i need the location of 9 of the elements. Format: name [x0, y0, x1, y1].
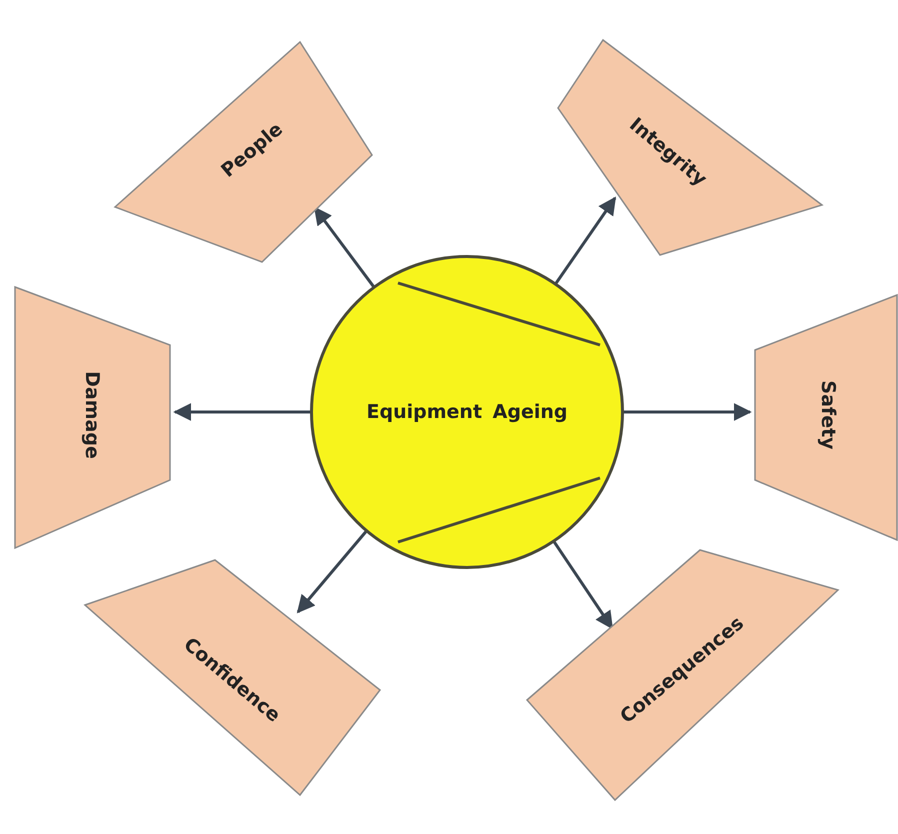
- arrow: [314, 206, 376, 289]
- arrow: [173, 403, 312, 421]
- node-label: Equipment Ageing: [366, 401, 568, 423]
- arrow: [552, 540, 614, 630]
- node-label: Damage: [81, 371, 103, 459]
- arrow: [296, 529, 368, 614]
- arrow: [622, 403, 752, 421]
- node-label: Safety: [817, 380, 839, 450]
- arrow: [554, 196, 616, 286]
